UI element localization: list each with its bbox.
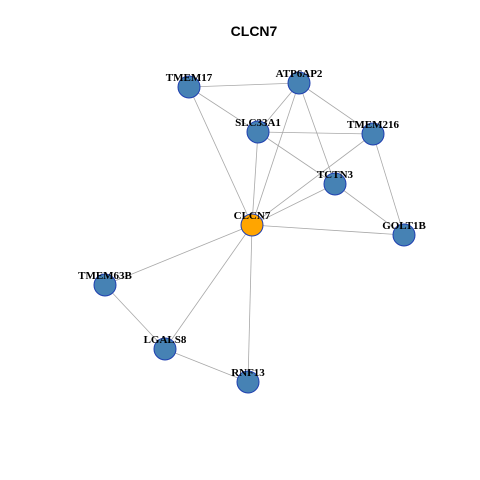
node-label-slc33a1: SLC33A1 xyxy=(235,117,281,129)
edge-tmem216-golt1b xyxy=(372,133,405,236)
node-label-rnf13: RNF13 xyxy=(231,367,265,379)
node-tctn3[interactable] xyxy=(323,172,347,196)
edge-atp6ap2-clcn7 xyxy=(251,82,300,226)
edge-layer xyxy=(104,82,405,383)
node-label-tmem63b: TMEM63B xyxy=(78,270,132,282)
edge-slc33a1-clcn7 xyxy=(251,131,259,226)
edge-tmem216-clcn7 xyxy=(251,133,374,226)
edge-tmem17-clcn7 xyxy=(188,86,253,226)
node-label-tmem216: TMEM216 xyxy=(347,119,399,131)
edge-tmem17-atp6ap2 xyxy=(188,82,300,88)
node-atp6ap2[interactable] xyxy=(287,71,311,95)
edge-slc33a1-tctn3 xyxy=(257,131,336,185)
diagram-title: CLCN7 xyxy=(231,23,278,39)
edge-clcn7-rnf13 xyxy=(247,224,253,383)
edge-tctn3-clcn7 xyxy=(251,183,336,226)
node-label-clcn7: CLCN7 xyxy=(234,210,271,222)
edge-clcn7-tmem63b xyxy=(104,224,253,286)
edge-lgals8-rnf13 xyxy=(164,348,249,383)
edge-clcn7-lgals8 xyxy=(164,224,253,350)
node-slc33a1[interactable] xyxy=(246,120,270,144)
edge-atp6ap2-tmem216 xyxy=(298,82,374,135)
node-rnf13[interactable] xyxy=(236,370,260,394)
node-lgals8[interactable] xyxy=(153,337,177,361)
node-label-tctn3: TCTN3 xyxy=(317,169,354,181)
node-layer xyxy=(93,71,416,394)
node-label-atp6ap2: ATP6AP2 xyxy=(276,68,323,80)
node-tmem17[interactable] xyxy=(177,75,201,99)
node-clcn7[interactable] xyxy=(240,213,264,237)
edge-tmem17-slc33a1 xyxy=(188,86,259,133)
node-golt1b[interactable] xyxy=(392,223,416,247)
edge-tmem63b-lgals8 xyxy=(104,284,166,350)
node-tmem63b[interactable] xyxy=(93,273,117,297)
edge-tctn3-golt1b xyxy=(334,183,405,236)
edge-slc33a1-tmem216 xyxy=(257,131,374,135)
node-label-lgals8: LGALS8 xyxy=(144,334,187,346)
edge-clcn7-golt1b xyxy=(251,224,405,236)
node-label-tmem17: TMEM17 xyxy=(166,72,213,84)
node-label-golt1b: GOLT1B xyxy=(382,220,426,232)
node-tmem216[interactable] xyxy=(361,122,385,146)
